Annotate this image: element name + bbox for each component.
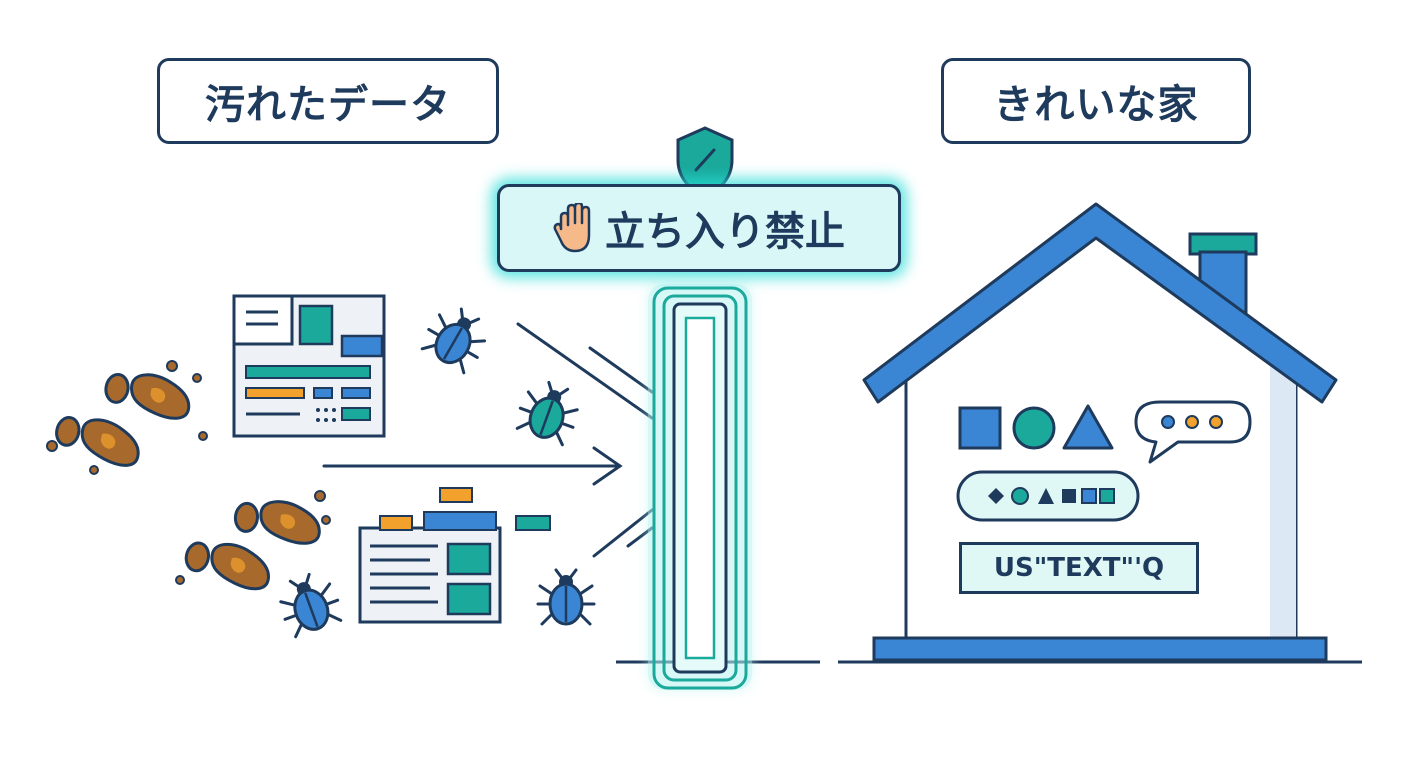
dirty-data-text: 汚れたデータ [205,82,451,128]
hand-stop-icon [553,203,591,253]
document-icon [232,294,386,438]
chat-bubble-icon [1134,400,1252,464]
footprint-icon [180,534,276,594]
dirty-data-label: 汚れたデータ [157,58,499,144]
no-entry-text: 立ち入り禁止 [605,209,845,255]
clean-house-label: きれいな家 [941,58,1251,144]
shapes-icon [958,404,1114,450]
impact-lines [516,322,654,558]
footprint-icon [231,495,324,547]
footprint-icon [101,366,195,423]
shapes-pill [956,470,1140,522]
bug-icon [271,566,347,640]
bug-icon [417,298,496,377]
house-text-field: US"TEXT"'Q [959,542,1199,594]
bug-icon [536,568,596,626]
document-icon [358,487,551,624]
footprint-icon [50,408,146,471]
mud-drops [46,360,331,585]
no-entry-sign: 立ち入り禁止 [497,184,901,272]
barrier-pillar [648,284,752,690]
arrow-icon [322,446,623,486]
clean-house-text: きれいな家 [993,82,1199,128]
bug-icon [511,374,587,448]
house-text-value: US"TEXT"'Q [993,553,1165,583]
